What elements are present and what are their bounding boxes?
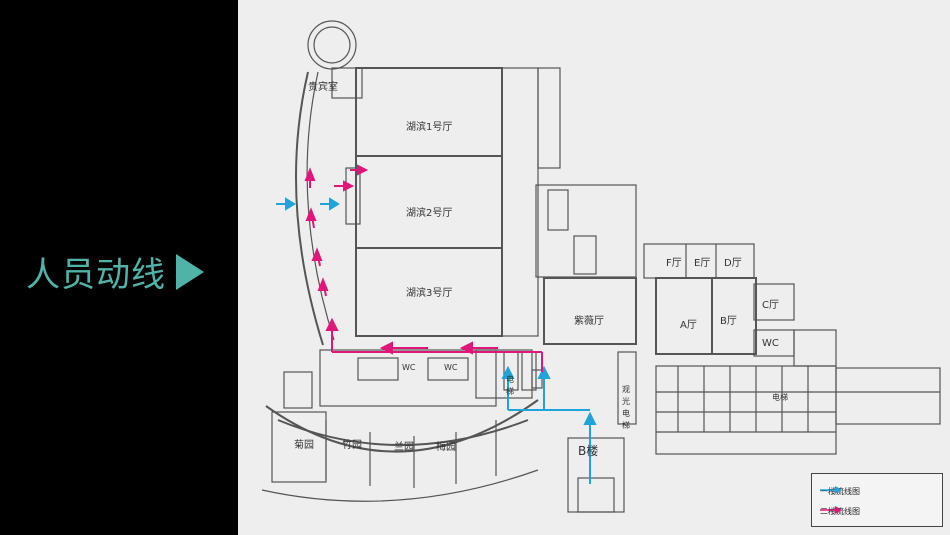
room-vip: 贵宾室 — [308, 82, 338, 93]
room-hall-2: 湖滨2号厅 — [406, 208, 453, 219]
left-title-panel: 人员动线 — [0, 0, 238, 535]
legend-second-floor: 二楼流线图 — [820, 506, 860, 517]
flow-legend: 一楼流线图 二楼流线图 — [811, 473, 943, 527]
sightseeing-char-guan: 观 — [622, 385, 630, 394]
room-ziwei: 紫薇厅 — [574, 316, 604, 327]
slide-title: 人员动线 — [26, 255, 166, 295]
rotunda-shape — [307, 20, 357, 70]
room-wc-right: WC — [762, 338, 779, 349]
room-a-hall: A厅 — [680, 320, 697, 331]
second-floor-flow-lines — [304, 164, 543, 372]
elevator-label: 电梯 — [772, 393, 788, 402]
elevator-char-dian: 电 — [506, 375, 514, 384]
blue-arrow-icon — [820, 486, 842, 494]
room-lanyuan: 兰园 — [394, 442, 414, 453]
sightseeing-char-guang: 光 — [622, 397, 630, 406]
first-floor-flow-lines — [276, 197, 597, 484]
room-hall-1: 湖滨1号厅 — [406, 122, 453, 133]
sightseeing-char-dian: 电 — [622, 409, 630, 418]
room-juyuan: 菊园 — [294, 440, 314, 451]
room-b-building: B楼 — [578, 444, 599, 458]
room-wc-1: WC — [402, 363, 416, 372]
room-c-hall: C厅 — [762, 300, 779, 311]
magenta-arrow-icon — [820, 506, 842, 514]
room-zhuyuan: 竹园 — [342, 440, 362, 451]
room-b-hall: B厅 — [720, 316, 737, 327]
room-f-hall: F厅 — [666, 258, 682, 269]
legend-first-floor-label: 一楼流线图 — [820, 487, 860, 496]
legend-second-floor-label: 二楼流线图 — [820, 507, 860, 516]
room-hall-3: 湖滨3号厅 — [406, 288, 453, 299]
floor-plan: 贵宾室 湖滨1号厅 湖滨2号厅 湖滨3号厅 紫薇厅 F厅 E厅 D厅 C厅 A厅… — [238, 0, 950, 535]
room-wc-2: WC — [444, 363, 458, 372]
play-triangle-icon — [176, 253, 204, 290]
room-d-hall: D厅 — [724, 258, 742, 269]
legend-first-floor: 一楼流线图 — [820, 486, 860, 497]
slide-title-group: 人员动线 — [26, 247, 204, 296]
sightseeing-char-ti: 梯 — [622, 421, 630, 430]
room-meiyuan: 梅园 — [436, 442, 456, 453]
floor-plan-drawing — [261, 20, 941, 513]
elevator-char-ti: 梯 — [506, 387, 514, 396]
room-e-hall: E厅 — [694, 258, 711, 269]
